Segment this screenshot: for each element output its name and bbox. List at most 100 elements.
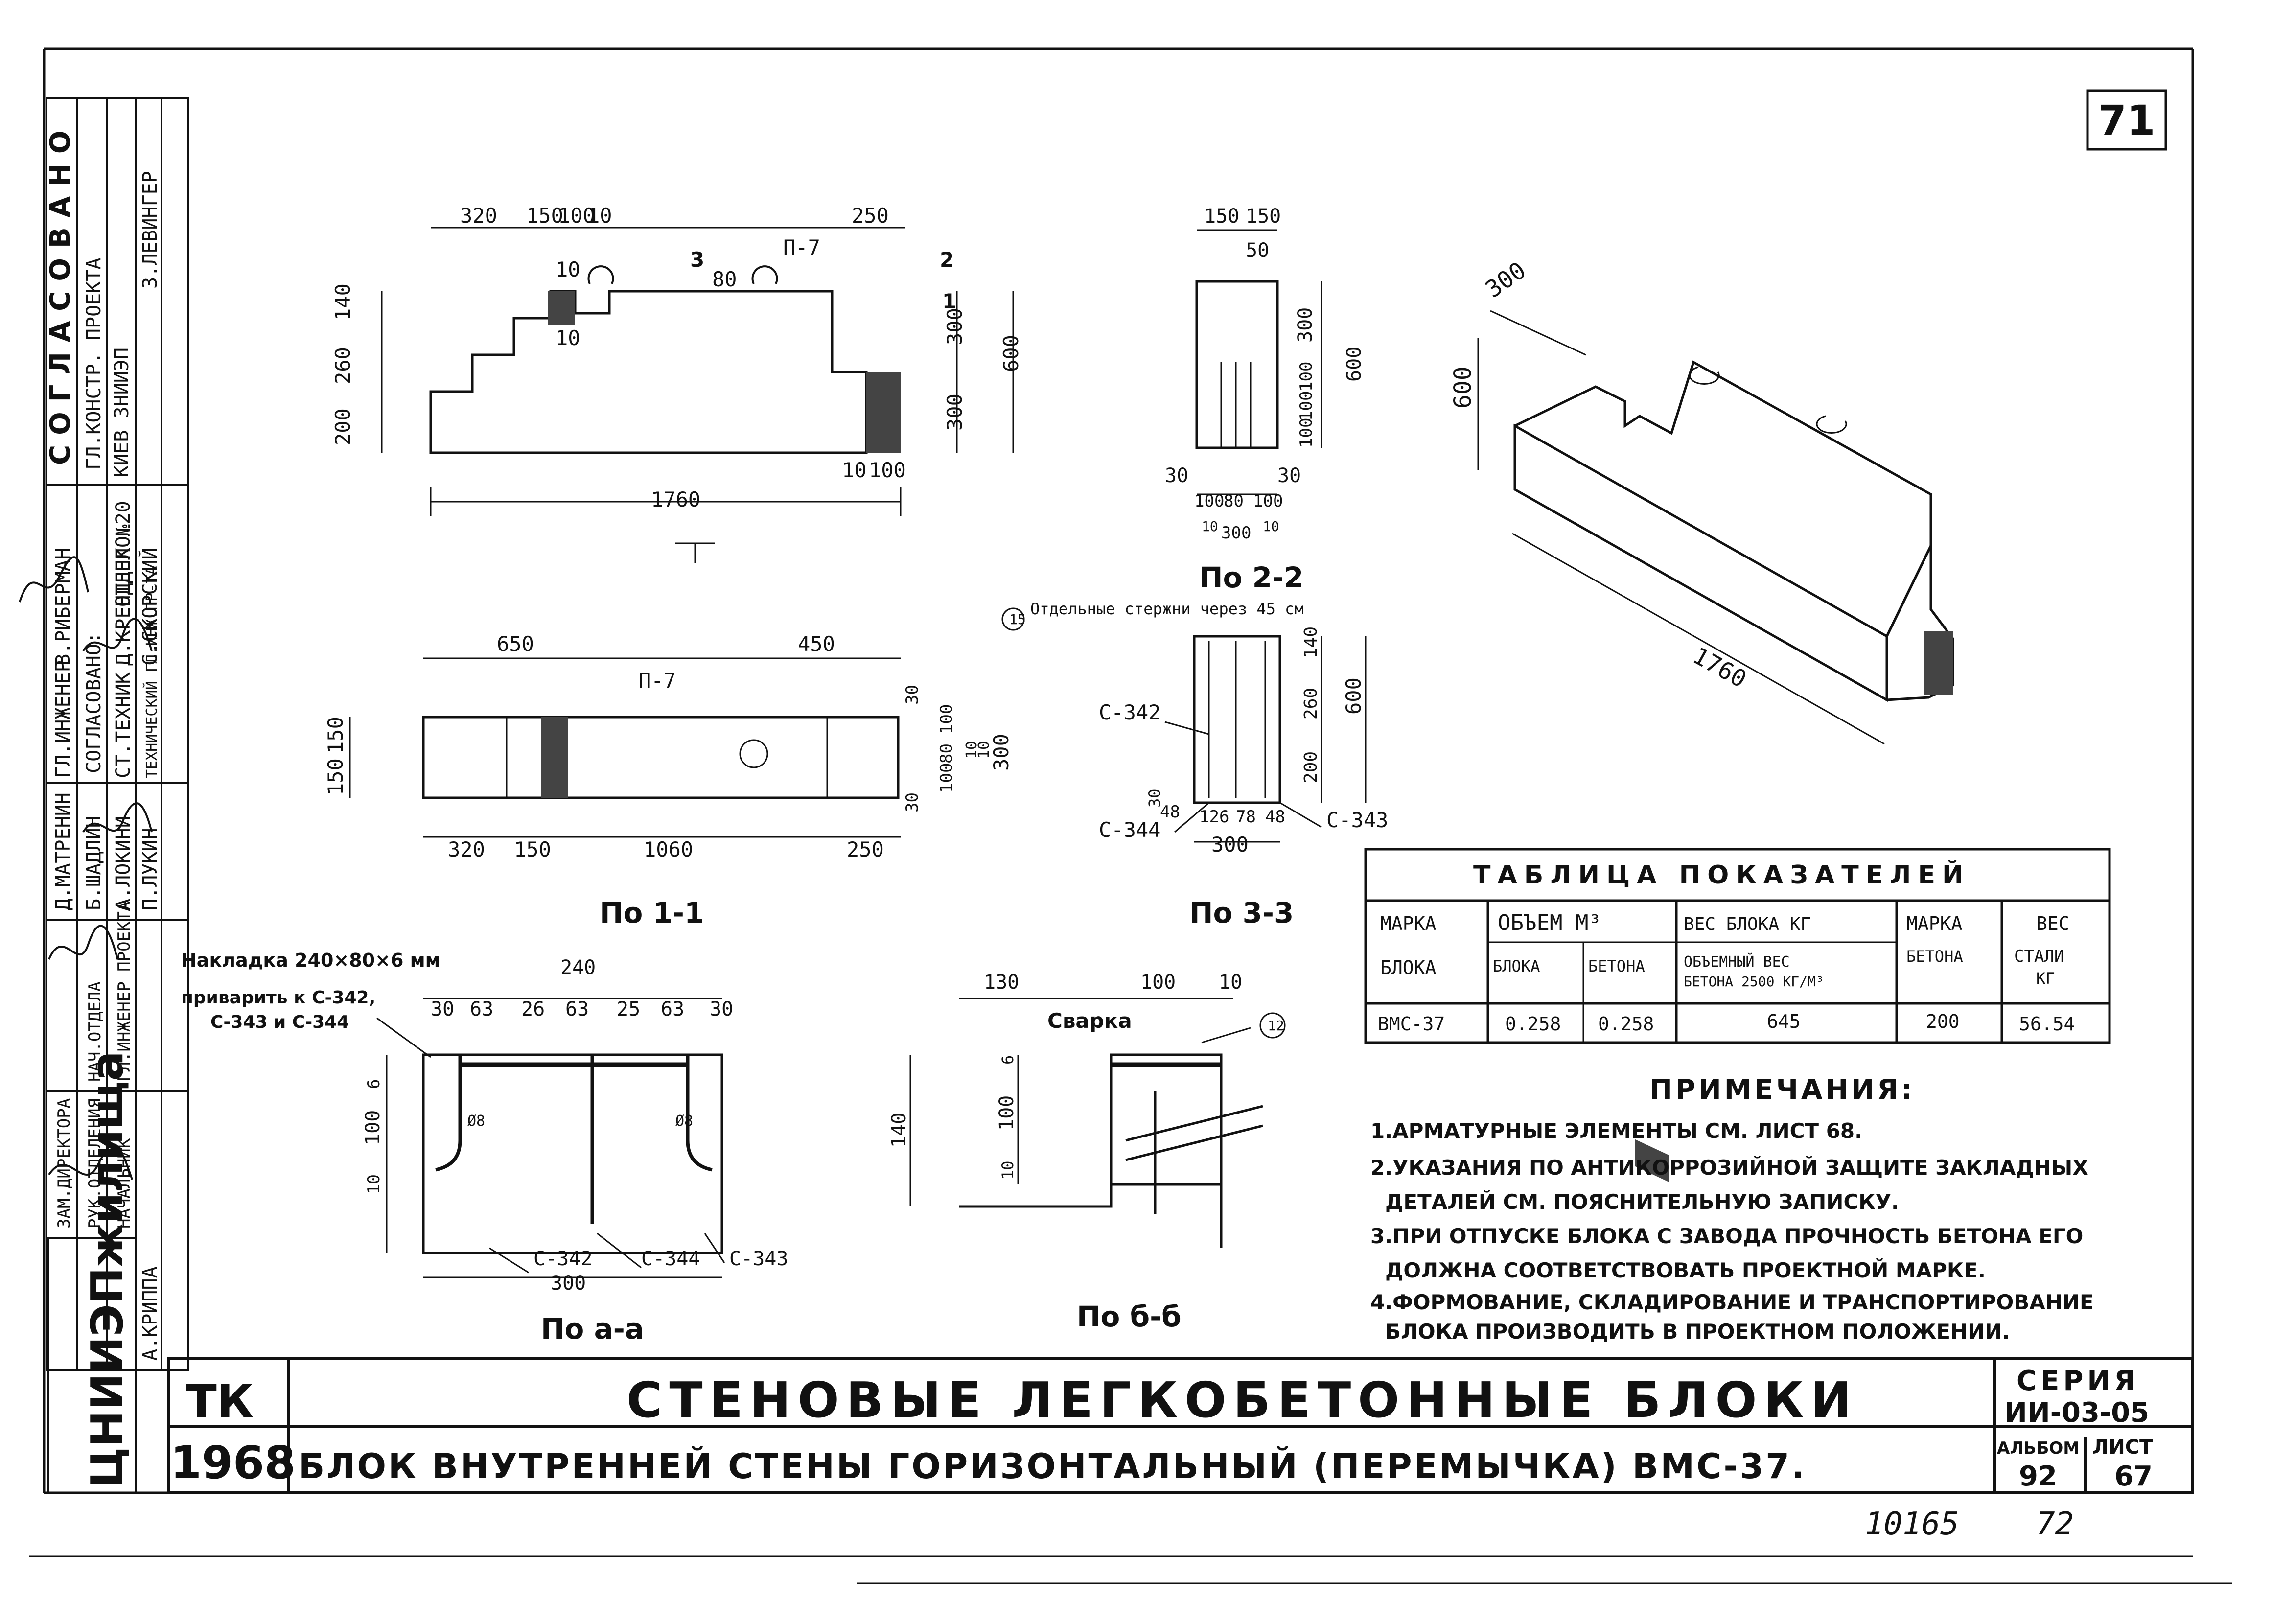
approval-role-8: НАЧАЛЬНИК xyxy=(115,1138,134,1229)
approval-role-3: ТЕХНИЧЕСКИЙ ГЛ.ИНЖ.ПР-ТА xyxy=(143,566,161,778)
table-col-grade-2: БЕТОНА xyxy=(1906,947,1963,966)
title-year: 1968 xyxy=(170,1437,296,1489)
s22-dim-30b: 30 xyxy=(1277,464,1301,487)
elev-dim-10-bottom: 10 xyxy=(842,458,867,482)
elev-section-1: 1 xyxy=(942,289,956,313)
table-row-grade: 200 xyxy=(1926,1011,1960,1032)
elev-dim-200: 200 xyxy=(331,408,355,445)
s22-dim-100c-bot: 100 xyxy=(1194,491,1224,511)
elev-section-3: 3 xyxy=(690,248,704,272)
s22-dim-30a: 30 xyxy=(1165,464,1188,487)
saa-dim-240: 240 xyxy=(560,956,596,979)
elev-dim-1760: 1760 xyxy=(651,487,700,511)
approval-name-5: Б.ШАДЛИН xyxy=(83,816,105,910)
svg-text:ЦНИИЭПжилища: ЦНИИЭПжилища xyxy=(82,1051,133,1488)
notes-line-6: 4.ФОРМОВАНИЕ, СКЛАДИРОВАНИЕ И ТРАНСПОРТИ… xyxy=(1370,1290,2094,1314)
table-row-vol-concrete: 0.258 xyxy=(1598,1013,1654,1035)
s22-dim-100a: 100 xyxy=(1297,362,1316,392)
table-row-steel: 56.54 xyxy=(2019,1013,2075,1035)
table-col-volume-block: БЛОКА xyxy=(1493,957,1540,975)
table-row-vol-block: 0.258 xyxy=(1505,1013,1561,1035)
title-sheet-label: ЛИСТ xyxy=(2092,1436,2153,1459)
plan-dim-right-80: 80 xyxy=(937,743,956,764)
approval-role-1: ГЛ.ИНЖЕНЕР xyxy=(52,660,74,778)
plan-dim-right-30b: 30 xyxy=(903,792,922,812)
title-album: 92 xyxy=(2019,1461,2057,1492)
s22-dim-100d-bot: 100 xyxy=(1253,491,1283,511)
plan-dim-right-30a: 30 xyxy=(903,685,922,705)
saa-dim-6: 6 xyxy=(364,1079,384,1089)
notes-line-4: 3.ПРИ ОТПУСКЕ БЛОКА С ЗАВОДА ПРОЧНОСТЬ Б… xyxy=(1370,1224,2083,1248)
approval-name-8: А.КРИППА xyxy=(139,1266,162,1361)
s22-dim-300-bot: 300 xyxy=(1221,523,1251,543)
saa-title: По а-а xyxy=(541,1312,644,1346)
table-col-weight-sub-2: БЕТОНА 2500 КГ/М³ xyxy=(1684,974,1824,990)
s22-dim-50: 50 xyxy=(1246,239,1269,262)
plan-dim-150-left-a: 150 xyxy=(324,717,348,754)
s33-note: Отдельные стержни через 45 см xyxy=(1030,600,1304,618)
sbb-dim-6: 6 xyxy=(998,1055,1017,1065)
sbb-callout: 12 xyxy=(1268,1018,1284,1034)
table-row-mark: ВМС-37 xyxy=(1378,1013,1445,1035)
table-col-grade-1: МАРКА xyxy=(1906,913,1963,934)
sbb-dim-10: 10 xyxy=(1219,971,1242,994)
s33-rebar-c343: С-343 xyxy=(1326,808,1388,832)
s33-dim-48b: 48 xyxy=(1265,807,1285,827)
s33-dim-126: 126 xyxy=(1199,807,1229,827)
saa-dim-30b: 30 xyxy=(710,998,733,1021)
table-col-mark-1: МАРКА xyxy=(1380,913,1437,934)
section-3-3: 15 Отдельные стержни через 45 см С-342 С… xyxy=(1001,600,1388,929)
sbb-dim-100: 100 xyxy=(1140,971,1176,994)
section-a-a: Накладка 240×80×6 мм приварить к С-342, … xyxy=(181,950,788,1346)
sbb-dim-10-left: 10 xyxy=(998,1160,1017,1180)
elev-dim-300a: 300 xyxy=(943,308,967,345)
sbb-dim-140: 140 xyxy=(888,1113,910,1148)
sbb-weld: Сварка xyxy=(1047,1009,1132,1033)
approval-name-2: Д.КРЕНДЕНКО xyxy=(112,536,135,666)
approval-role-7: РУК.ОТДЕЛЕНИЯ xyxy=(85,1098,105,1229)
saa-dim-30a: 30 xyxy=(431,998,454,1021)
elev-dim-100: 100 xyxy=(558,204,595,228)
approval-block: СОГЛАСОВАНО ГЛ.КОНСТР. ПРОЕКТА КИЕВ ЗНИИ… xyxy=(19,97,189,1371)
s22-dim-600: 600 xyxy=(1343,347,1366,382)
approval-role-6: ЗАМ.ДИРЕКТОРА xyxy=(54,1098,74,1229)
indicators-table: ТАБЛИЦА ПОКАЗАТЕЛЕЙ МАРКА БЛОКА ОБЪЕМ М³… xyxy=(1364,848,2111,1044)
notes-line-2: 2.УКАЗАНИЯ ПО АНТИКОРРОЗИЙНОЙ ЗАЩИТЕ ЗАК… xyxy=(1370,1155,2088,1180)
saa-bar-mark-2: Ø8 xyxy=(675,1113,693,1130)
title-series: ИИ-03-05 xyxy=(2004,1397,2149,1429)
saa-dim-26: 26 xyxy=(521,998,545,1021)
table-col-weight: ВЕС БЛОКА КГ xyxy=(1684,914,1811,934)
s22-dim-10a-bot: 10 xyxy=(1202,518,1218,534)
plan-dim-450: 450 xyxy=(798,632,835,656)
plan-dim-320: 320 xyxy=(448,837,485,861)
sheet-number-box: 71 xyxy=(2086,89,2167,151)
elev-label-p7: П-7 xyxy=(783,235,820,259)
section-b-b: 12 Сварка 130 100 10 6 100 10 140 По б-б xyxy=(888,971,1286,1333)
saa-dim-63c: 63 xyxy=(661,998,684,1021)
footer-numbers: 10165 72 xyxy=(1865,1506,2074,1542)
approval-name-9: З.ЛЕВИНГЕР xyxy=(139,171,162,289)
elev-dim-10: 10 xyxy=(587,204,612,228)
approval-header: СОГЛАСОВАНО xyxy=(45,121,76,465)
notes-line-7: БЛОКА ПРОИЗВОДИТЬ В ПРОЕКТНОМ ПОЛОЖЕНИИ. xyxy=(1385,1320,2010,1344)
footer-number-1: 10165 xyxy=(1865,1506,1959,1542)
title-album-label: АЛЬБОМ xyxy=(1997,1438,2080,1458)
s22-dim-80-bot: 80 xyxy=(1224,491,1244,511)
saa-rebar-c344: С-344 xyxy=(641,1248,700,1270)
s33-callout-number: 15 xyxy=(1009,611,1026,627)
approval-dept: ОТДЕЛ №20 xyxy=(112,501,135,607)
s33-dim-300: 300 xyxy=(1211,833,1249,857)
saa-dim-25: 25 xyxy=(617,998,640,1021)
elev-label-80: 80 xyxy=(712,267,737,291)
s33-rebar-c344: С-344 xyxy=(1099,818,1160,842)
institute-logo: ЦНИИЭПжилища xyxy=(47,1051,137,1494)
table-col-mark-2: БЛОКА xyxy=(1380,957,1437,978)
saa-weld-note-2: С-343 и С-344 xyxy=(210,1012,349,1032)
plan-dim-650: 650 xyxy=(497,632,534,656)
approval-role-4: НАЧ.ОТДЕЛА xyxy=(85,981,105,1082)
table-row-weight: 645 xyxy=(1767,1011,1801,1032)
s33-dim-30: 30 xyxy=(1145,789,1164,808)
s33-dim-200: 200 xyxy=(1301,751,1321,783)
plan-dim-right-100b: 100 xyxy=(937,763,956,793)
